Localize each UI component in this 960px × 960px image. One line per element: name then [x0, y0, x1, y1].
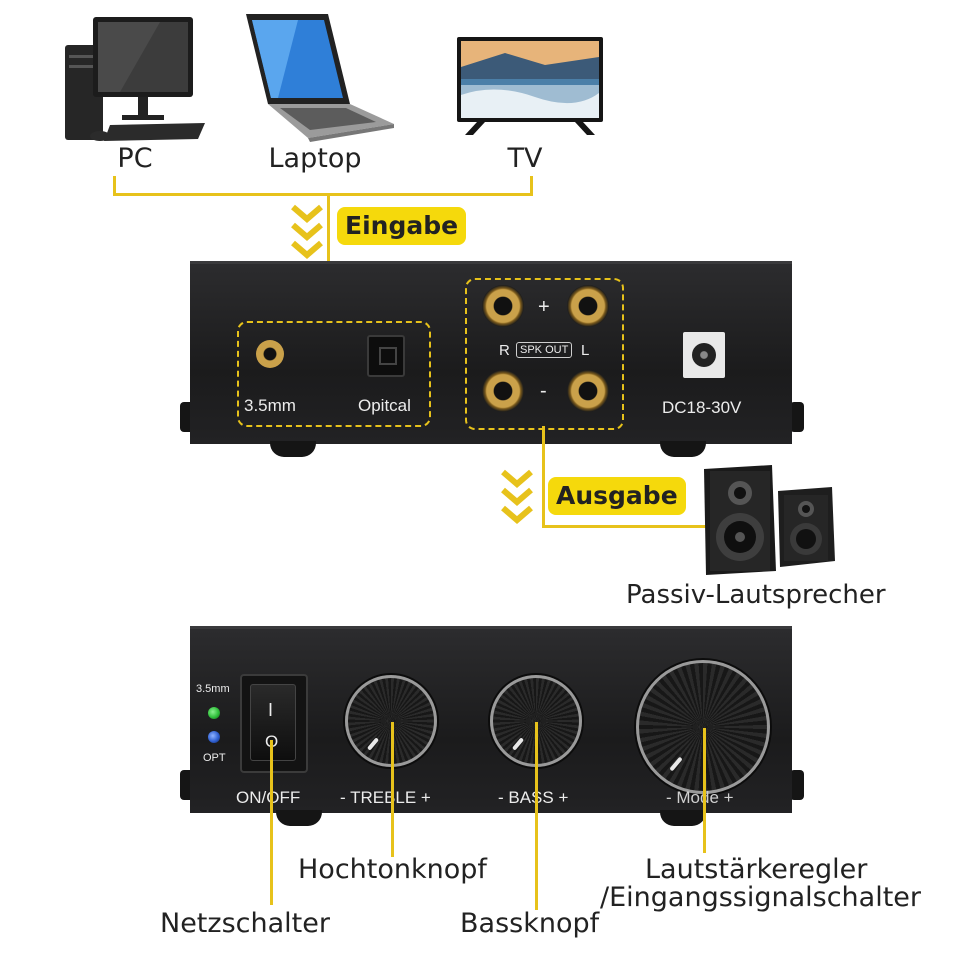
- callout-volume-line1: Lautstärkeregler: [645, 854, 868, 885]
- dc-power-jack: [683, 332, 725, 378]
- power-switch-on-mark: I: [268, 700, 274, 720]
- channel-r-label: R: [499, 342, 510, 359]
- channel-l-label: L: [581, 342, 590, 359]
- desktop-pc-icon: [65, 17, 205, 141]
- aux-jack-label: 3.5mm: [244, 396, 296, 415]
- bass-knob-label: - BASS +: [498, 788, 569, 807]
- callout-line-bass: [535, 722, 538, 910]
- output-badge: Ausgabe: [548, 477, 686, 515]
- speaker-terminal-r-plus: [482, 285, 524, 327]
- source-label-laptop: Laptop: [268, 143, 362, 174]
- input-ports-highlight: [237, 321, 431, 427]
- spk-out-label: SPK OUT: [516, 342, 573, 358]
- led-3-5mm-label: 3.5mm: [196, 683, 230, 695]
- speaker-terminal-l-plus: [567, 285, 609, 327]
- power-switch-label: ON/OFF: [236, 788, 301, 807]
- callout-treble: Hochtonknopf: [298, 854, 487, 885]
- source-label-tv: TV: [507, 143, 543, 174]
- aux-jack: [256, 340, 284, 368]
- tv-icon: [457, 37, 603, 135]
- led-opt-label: OPT: [203, 752, 226, 764]
- mode-knob-label: - Mode +: [666, 788, 734, 807]
- callout-power: Netzschalter: [160, 908, 330, 939]
- callout-line-power: [270, 740, 273, 905]
- callout-volume-line2: /Eingangssignalschalter: [600, 882, 922, 913]
- power-switch[interactable]: I O: [240, 674, 308, 773]
- callout-line-volume: [703, 728, 706, 853]
- dc-power-label: DC18-30V: [662, 398, 742, 417]
- chevron-down-icon: [501, 469, 533, 524]
- device-foot: [660, 441, 706, 457]
- speaker-label: Passiv-Lautsprecher: [626, 580, 886, 610]
- output-connector-line: [542, 426, 545, 528]
- input-badge: Eingabe: [337, 207, 467, 245]
- input-connector-line: [530, 176, 533, 196]
- led-green-indicator: [208, 707, 220, 719]
- speaker-icon: [704, 465, 835, 575]
- terminal-plus-label: +: [538, 296, 550, 318]
- output-connector-line: [542, 525, 707, 528]
- device-foot: [270, 441, 316, 457]
- callout-bass: Bassknopf: [460, 908, 600, 939]
- treble-knob-label: - TREBLE +: [340, 788, 431, 807]
- input-connector-line: [113, 176, 116, 196]
- input-connector-line: [327, 193, 330, 323]
- device-foot: [790, 770, 804, 800]
- source-label-pc: PC: [117, 143, 153, 174]
- device-foot: [276, 810, 322, 826]
- optical-port: [367, 335, 405, 377]
- laptop-icon: [246, 14, 394, 142]
- speaker-terminal-r-minus: [482, 370, 524, 412]
- terminal-minus-label: -: [540, 380, 547, 402]
- led-blue-indicator: [208, 731, 220, 743]
- chevron-down-icon: [291, 204, 323, 259]
- optical-port-label: Opitcal: [358, 396, 411, 415]
- speaker-terminal-l-minus: [567, 370, 609, 412]
- device-foot: [790, 402, 804, 432]
- input-connector-line: [113, 193, 533, 196]
- callout-line-treble: [391, 722, 394, 857]
- device-foot: [660, 810, 706, 826]
